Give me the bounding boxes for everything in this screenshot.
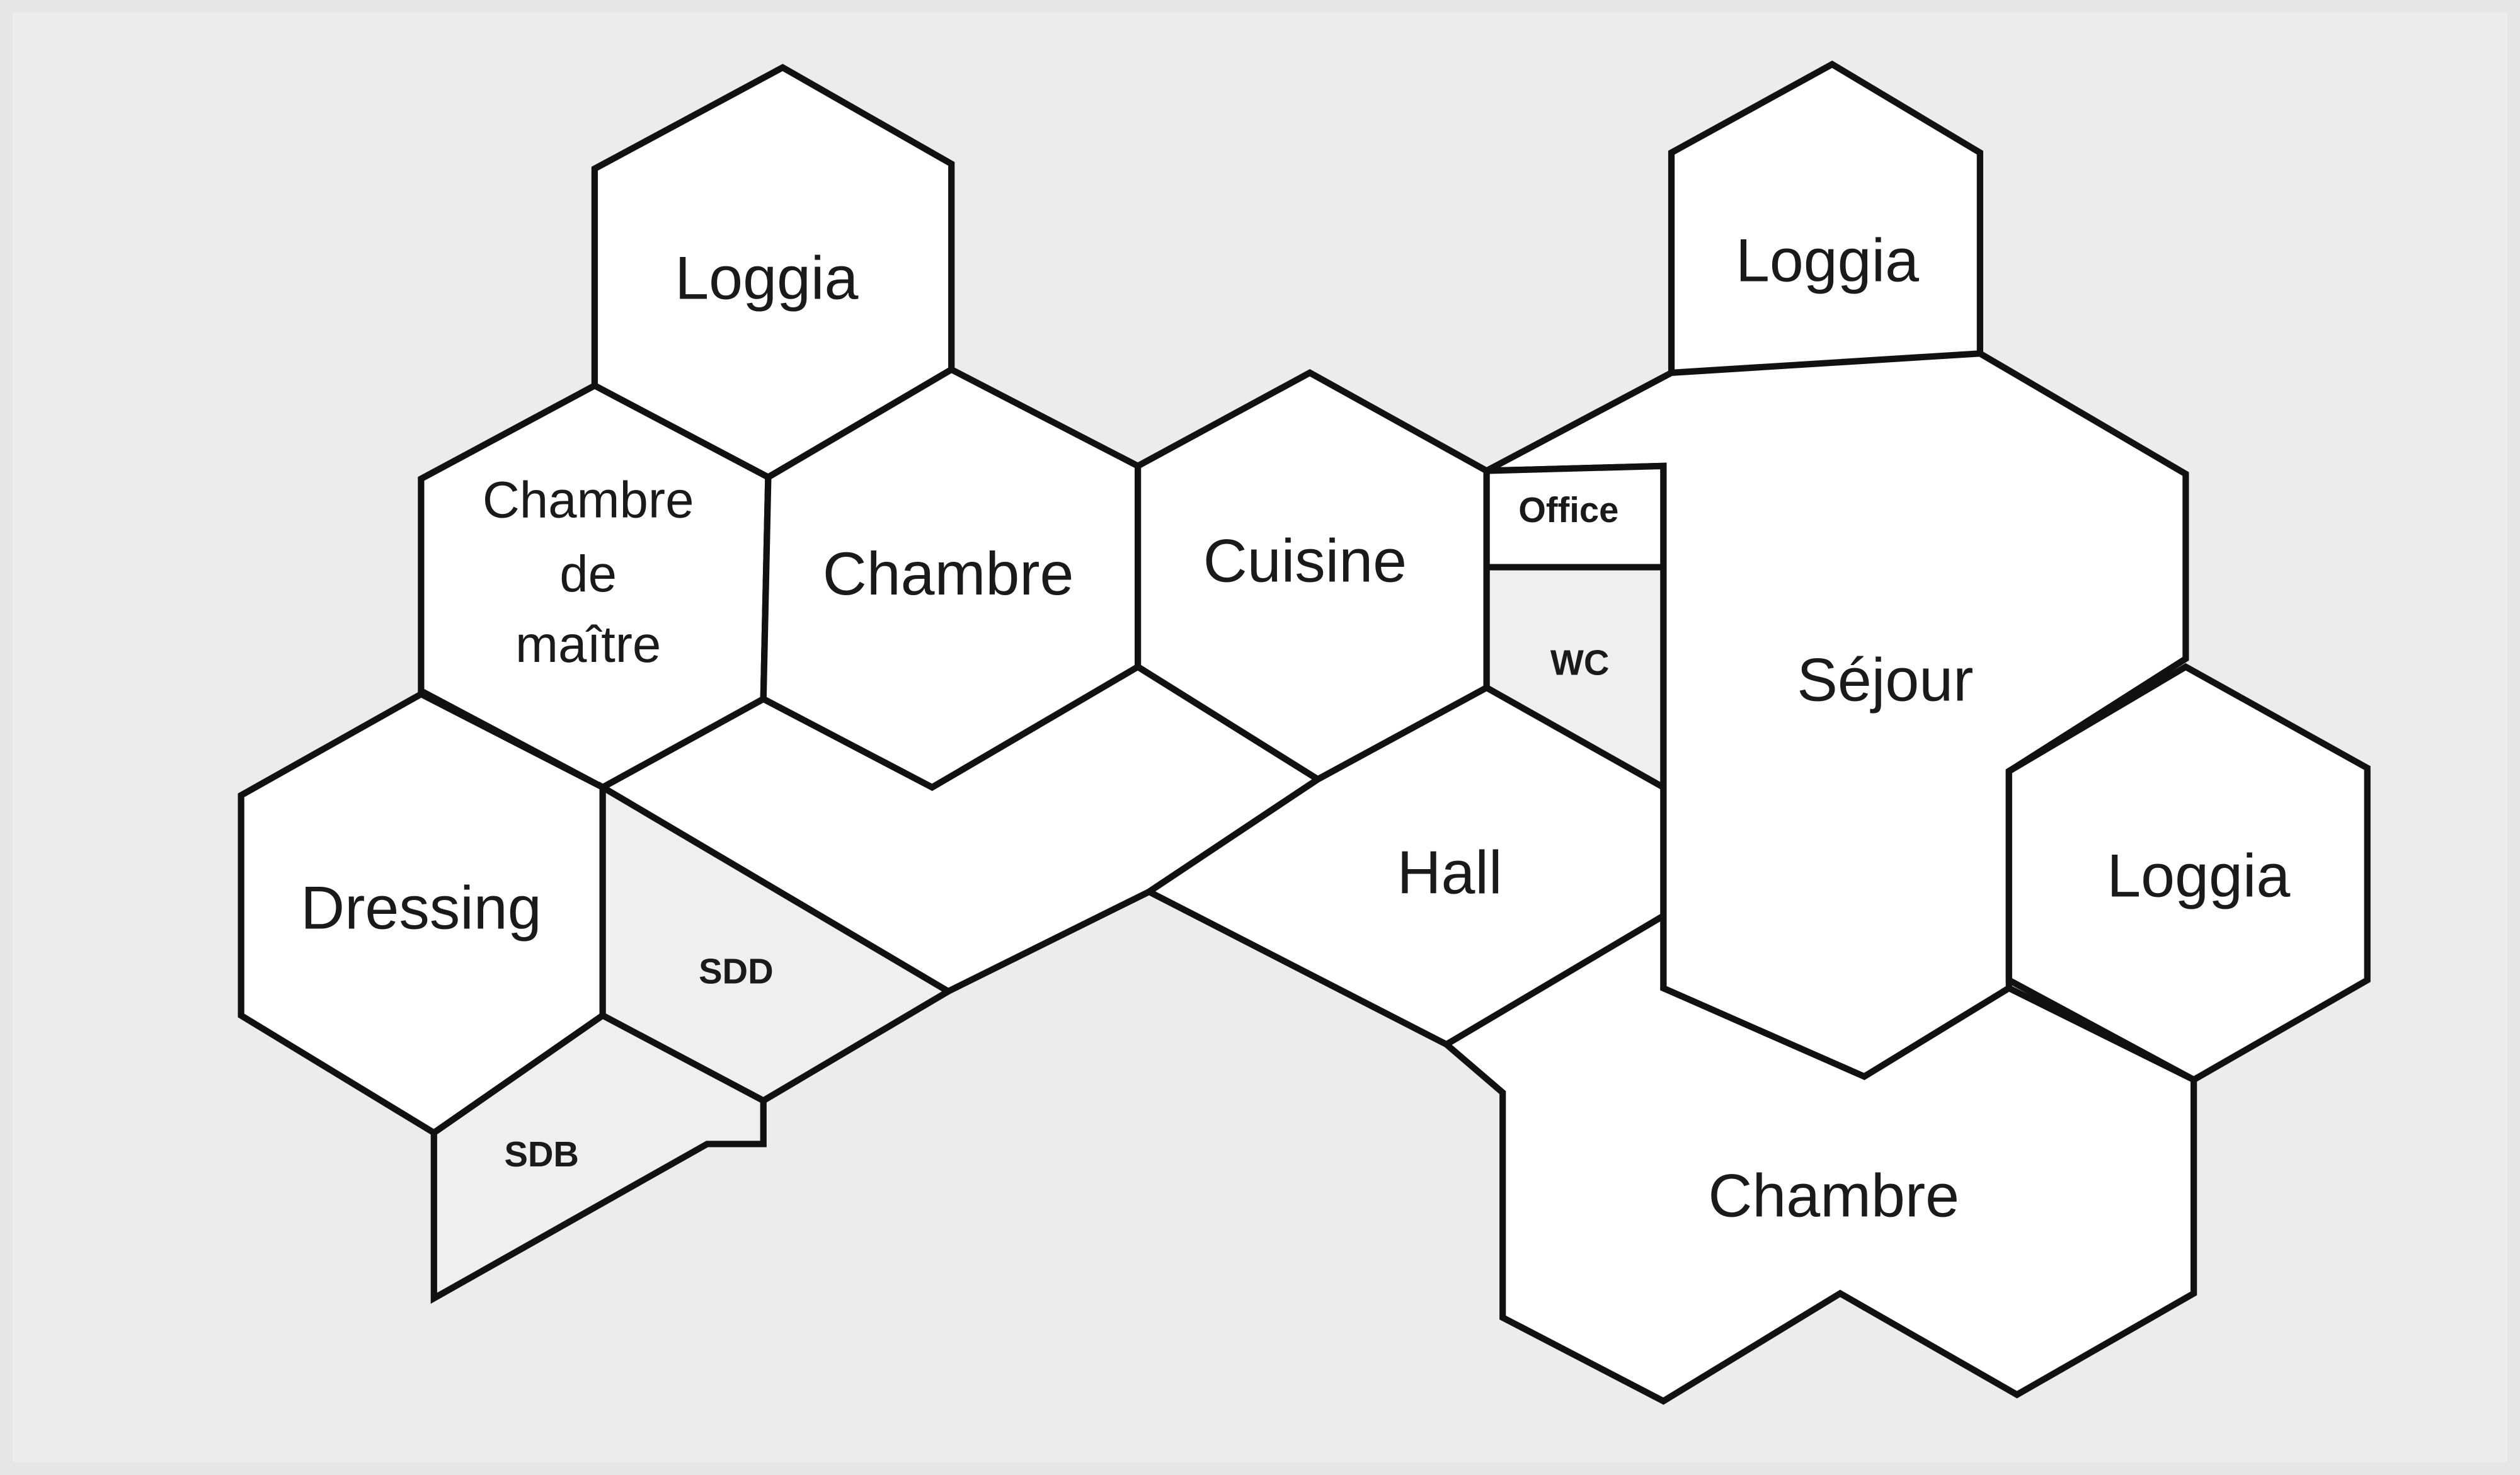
label-chambre-bottom: Chambre xyxy=(1708,1161,1959,1229)
label-hall: Hall xyxy=(1397,838,1503,906)
label-office: Office xyxy=(1518,490,1618,530)
label-loggia-top-right: Loggia xyxy=(1736,225,1919,294)
room-loggia-right xyxy=(2005,663,2371,1084)
label-dressing: Dressing xyxy=(301,874,541,942)
label-chambre-de-maitre-2: de xyxy=(559,545,617,603)
label-chambre: Chambre xyxy=(823,539,1074,608)
label-chambre-de-maitre-1: Chambre xyxy=(483,471,694,528)
label-sdd: SDD xyxy=(699,951,773,991)
label-sejour: Séjour xyxy=(1797,645,1973,714)
label-cuisine: Cuisine xyxy=(1203,527,1407,595)
room-sdb xyxy=(430,1011,767,1304)
label-wc: WC xyxy=(1550,643,1609,683)
label-sdb: SDB xyxy=(504,1134,578,1174)
label-loggia-right: Loggia xyxy=(2107,841,2290,910)
room-chambre-bottom xyxy=(1441,910,2197,1405)
label-loggia-top-left: Loggia xyxy=(675,244,858,312)
label-chambre-de-maitre-3: maître xyxy=(515,616,661,673)
